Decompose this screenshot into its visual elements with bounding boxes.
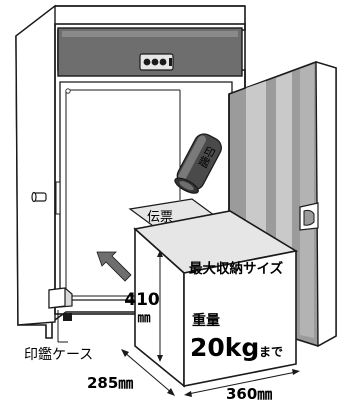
cabinet-foot: [63, 313, 72, 321]
width-dimension: [184, 369, 300, 397]
depth-dimension: [121, 349, 175, 396]
top-panel: [57, 27, 243, 77]
door-handle-icon: [299, 202, 319, 231]
side-knob-icon: [31, 191, 47, 203]
depth-label: 285㎜: [87, 374, 133, 392]
weight-suffix: まで: [259, 345, 283, 359]
max-size-label: 最大収納サイズ: [189, 260, 284, 277]
package-box: [133, 210, 299, 388]
weight-label: 重量: [192, 312, 220, 329]
height-dimension: [157, 250, 163, 362]
stamp-object: 印鑑: [174, 133, 222, 194]
insert-direction-arrow-icon: [96, 251, 132, 282]
width-label: 360㎜: [226, 385, 272, 401]
weight-value: 20kg: [190, 333, 259, 362]
stamp-case: [48, 287, 73, 309]
height-value: 410: [124, 290, 160, 310]
combination-lock-icon: [139, 53, 174, 71]
slip-label: 伝票: [147, 210, 173, 225]
height-unit: ㎜: [137, 311, 150, 326]
stamp-case-label: 印鑑ケース: [24, 346, 93, 363]
